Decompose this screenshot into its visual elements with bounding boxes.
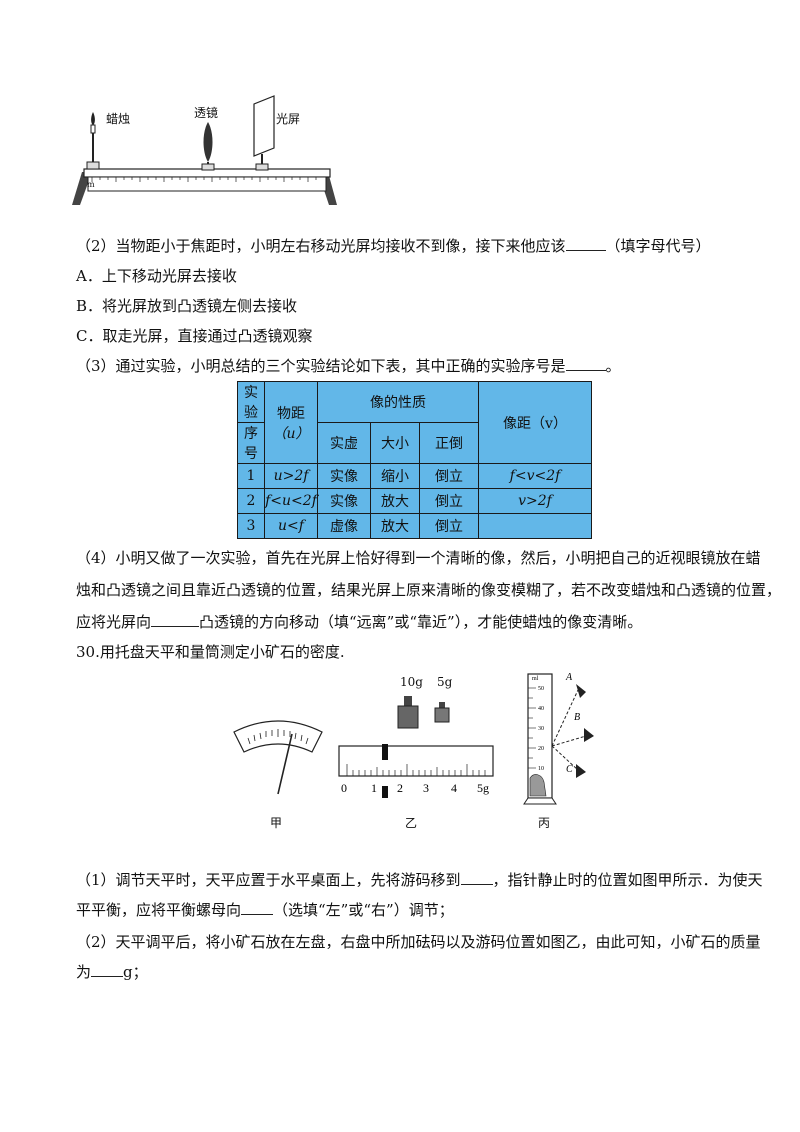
bench-scale-ticks [91,177,317,182]
svg-text:30: 30 [538,726,544,732]
q4-line1: （4）小明又做了一次实验，首先在光屏上恰好得到一个清晰的像，然后，小明把自己的近… [76,549,761,567]
screen-label: 光屏 [276,112,301,126]
p2-blank[interactable] [91,962,124,977]
p1-blank-2[interactable] [241,900,274,915]
graduated-cylinder: ml 50 40 30 20 10 A B C [523,672,594,805]
lens-icon [201,122,215,171]
eye-icon [576,684,594,778]
balance-pointer [277,733,293,795]
q2-option-b: B．将光屏放到凸透镜左侧去接收 [76,297,298,315]
figure-jia-label: 甲 [270,816,283,830]
rider-marker [382,744,388,760]
svg-text:50: 50 [538,686,544,692]
scale-mark: m [87,180,95,189]
table-header-v: 像距（v） [478,381,592,464]
weights-icon [397,696,450,729]
candle-icon [86,112,100,170]
svg-text:ml: ml [532,676,539,682]
table-header-exp-bottom: 序号 [237,422,265,464]
svg-text:B: B [574,712,580,723]
svg-text:10: 10 [538,766,544,772]
q2-prompt: （2）当物距小于焦距时，小明左右移动光屏均接收不到像，接下来他应该（填字母代号） [76,236,711,255]
bench-left-leg [72,172,92,205]
q4-line2: 烛和凸透镜之间且靠近凸透镜的位置，结果光屏上原来清晰的像变模糊了，若不改变蜡烛和… [76,581,782,599]
rider-tick-label: 0 [341,781,347,795]
p1-blank-1[interactable] [460,870,493,885]
table-header-orient: 正倒 [419,422,479,464]
rider-scale: 0 1 2 3 4 5g [338,744,494,798]
p1-line1: （1）调节天平时，天平应置于水平桌面上，先将游码移到，指针静止时的位置如图甲所示… [76,870,763,889]
table-row: 2 f<u<2f 实像 放大 倒立 v>2f [237,488,592,514]
svg-text:40: 40 [538,706,544,712]
lens-label: 透镜 [194,106,219,120]
rider-tick-label: 2 [397,781,403,795]
rider-tick-label: 3 [423,781,429,795]
q4-answer-blank[interactable] [151,612,200,627]
balance-pointer-dial [233,720,323,795]
q2-answer-blank[interactable] [565,236,606,251]
q3-prompt: （3）通过实验，小明总结的三个实验结论如下表，其中正确的实验序号是。 [76,356,621,375]
svg-text:20: 20 [538,746,544,752]
rider-tick-label: 5g [477,781,489,795]
q2-option-a: A．上下移动光屏去接收 [76,267,237,285]
table-row: 3 u<f 虚像 放大 倒立 [237,513,592,539]
q2-option-c: C．取走光屏，直接通过凸透镜观察 [76,327,313,345]
p1-line2: 平平衡，应将平衡螺母向（选填“左”或“右”）调节； [76,900,454,919]
q30-title: 30.用托盘天平和量筒测定小矿石的密度. [76,643,345,661]
table-header-u: 物距 （u） [264,381,318,464]
weight-10g-label: 10g [400,675,423,689]
screen-icon [253,95,275,171]
table-header-real: 实虚 [317,422,371,464]
figure-yi-label: 乙 [405,816,418,830]
table-row: 1 u>2f 实像 缩小 倒立 f<v<2f [237,463,592,489]
q4-line3: 应将光屏向凸透镜的方向移动（填“远离”或“靠近”），才能使蜡烛的像变清晰。 [76,612,643,631]
svg-text:A: A [565,672,573,683]
weight-5g-label: 5g [437,675,453,689]
optical-bench-drawing [72,95,337,205]
rider-tick-label: 4 [451,781,457,795]
rider-tick-label: 1 [371,781,377,795]
table-header-props: 像的性质 [317,381,479,423]
q3-answer-blank[interactable] [565,356,606,371]
table-header-size: 大小 [370,422,420,464]
image-properties-table: 实验 物距 （u） 像的性质 像距（v） 序号 实虚 大小 正倒 1 u>2f … [237,381,592,539]
p2-line1: （2）天平调平后，将小矿石放在左盘，右盘中所加砝码以及游码位置如图乙，由此可知，… [76,933,761,951]
figure-bing-label: 丙 [538,816,551,830]
candle-label: 蜡烛 [106,112,131,126]
svg-text:C: C [566,764,573,775]
table-header-exp-top: 实验 [237,381,265,423]
